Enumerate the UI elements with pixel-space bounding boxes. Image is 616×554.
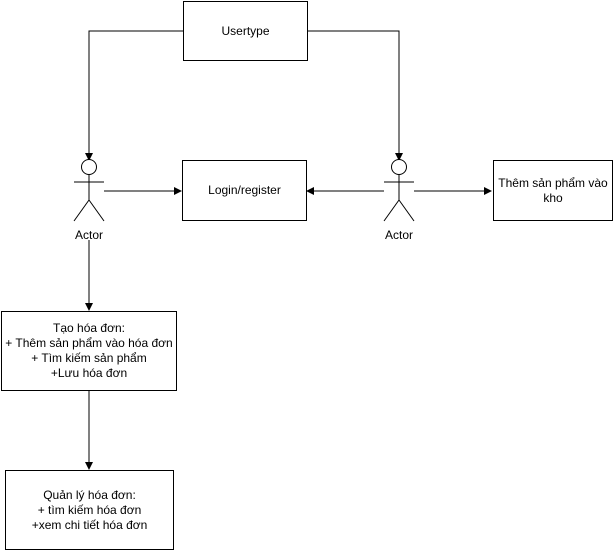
actor-left-figure <box>73 159 105 222</box>
manage-invoice-line: + tìm kiếm hóa đơn <box>37 502 142 517</box>
manage-invoice-box[interactable]: Quản lý hóa đơn: + tìm kiếm hóa đơn +xem… <box>5 470 174 550</box>
actor-left-label: Actor <box>74 228 103 242</box>
create-invoice-line: + Thêm sản phẩm vào hóa đơn <box>5 336 173 350</box>
edge-usertype-to-left-actor <box>85 30 183 161</box>
actor-right-figure <box>383 159 415 222</box>
login-register-box[interactable]: Login/register <box>182 160 307 221</box>
create-invoice-line: +Lưu hóa đơn <box>50 366 128 380</box>
actor-right-label: Actor <box>384 228 413 242</box>
usertype-box[interactable]: Usertype <box>183 1 308 61</box>
create-invoice-box[interactable]: Tạo hóa đơn: + Thêm sản phẩm vào hóa đơn… <box>1 311 177 391</box>
add-to-stock-box[interactable]: Thêm sản phẩm vào kho <box>493 160 613 221</box>
add-to-stock-line: kho <box>543 190 563 205</box>
usertype-label: Usertype <box>221 23 270 38</box>
manage-invoice-line: +xem chi tiết hóa đơn <box>31 517 148 532</box>
edge-usertype-to-right-actor <box>308 30 403 161</box>
login-register-label: Login/register <box>208 183 281 197</box>
manage-invoice-line: Quản lý hóa đơn: <box>43 487 136 502</box>
add-to-stock-line: Thêm sản phẩm vào <box>498 175 608 190</box>
create-invoice-line: + Tìm kiếm sản phẩm <box>31 351 147 365</box>
create-invoice-line: Tạo hóa đơn: <box>53 321 125 335</box>
